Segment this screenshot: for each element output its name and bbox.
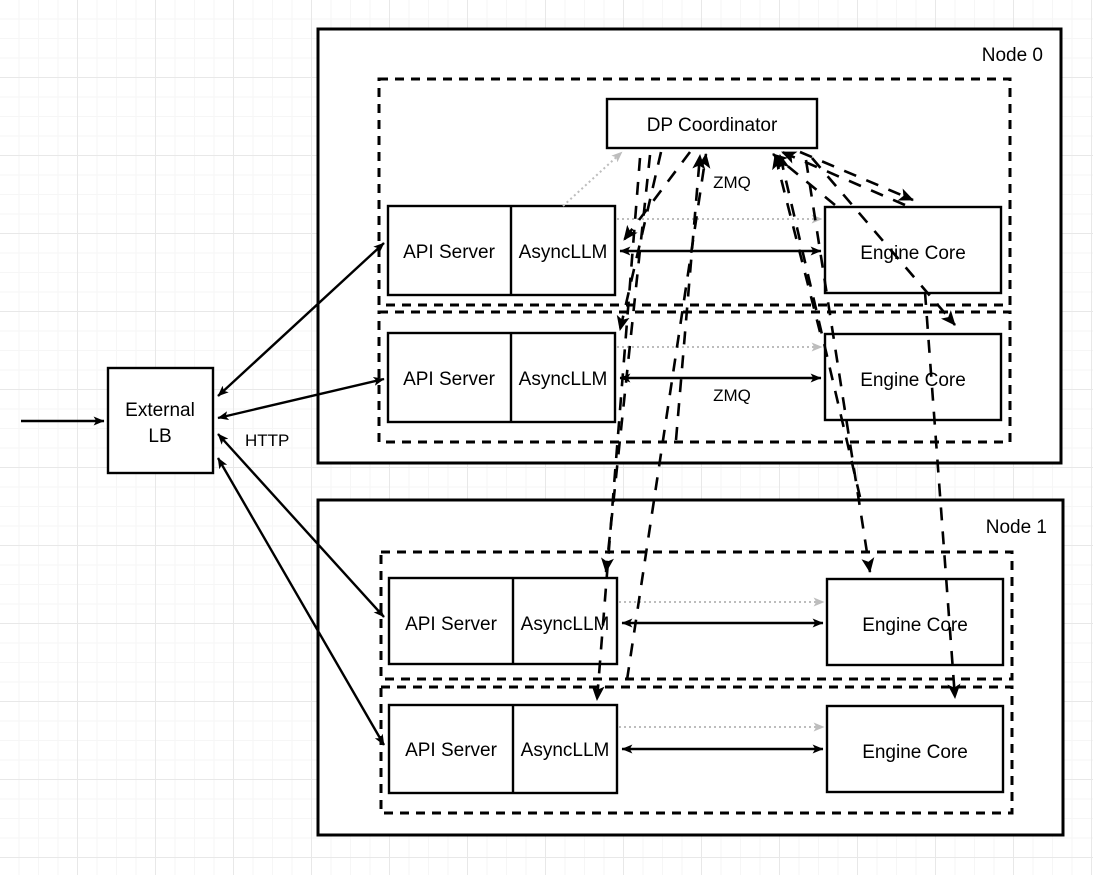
- node-0-group-1-apiserver-box[interactable]: [386, 331, 617, 424]
- node-0-label: Node 0: [982, 45, 1043, 66]
- node-0-group-0-apiserver-box[interactable]: [386, 204, 617, 297]
- zmq-label-bottom: ZMQ: [713, 386, 751, 405]
- coordinator-to-node1-group1-enginecore-arrow: [923, 291, 961, 699]
- coordinator-to-node1-group0-enginecore-arrow: [804, 159, 875, 573]
- node-1-group-0-frame: [379, 550, 1014, 681]
- dp-coordinator-label: DP Coordinator: [647, 115, 778, 136]
- dp-coordinator-box[interactable]: [605, 97, 819, 150]
- node-0-group-1-apiserver-label: API Server: [403, 369, 496, 390]
- node-0-group-0-enginecore-box[interactable]: [823, 205, 1003, 295]
- node-1-group-0-enginecore-box[interactable]: [825, 577, 1005, 667]
- lb-to-node1-group1-arrow: [216, 457, 386, 746]
- http-label: HTTP: [245, 431, 289, 450]
- node-1-label: Node 1: [986, 517, 1047, 538]
- node-1-group-0-apiserver-box[interactable]: [387, 576, 619, 666]
- node-1-group-0-apiserver-label: API Server: [405, 614, 498, 635]
- lb-to-node0-group0-arrow: [217, 242, 385, 397]
- node-1-group-1-frame: [379, 685, 1014, 815]
- node-1-group-1-enginecore-box[interactable]: [825, 704, 1005, 794]
- node0-group1-enginecore-to-coordinator-arrow: [772, 154, 822, 333]
- external-lb-label-line1: External: [125, 400, 195, 421]
- zmq-label-top: ZMQ: [713, 173, 751, 192]
- asyncllm-to-coordinator-dotted-arrow: [562, 151, 623, 207]
- coordinator-to-node0-group1-enginecore-arrow: [811, 157, 956, 326]
- node-1-group-1-asyncllm-label: AsyncLLM: [521, 740, 610, 761]
- node-1-group-0-asyncllm-label: AsyncLLM: [521, 614, 610, 635]
- external-lb-box[interactable]: [106, 366, 215, 475]
- node-0-group-0-enginecore-label: Engine Core: [860, 243, 966, 264]
- node1-group0-enginecore-to-coordinator-arrow: [776, 154, 862, 498]
- node-1-group-1-apiserver-box[interactable]: [387, 703, 619, 795]
- coordinator-to-node1-group1-asyncllm-arrow: [591, 157, 642, 701]
- coordinator-to-node0-group1-asyncllm-arrow: [616, 151, 663, 331]
- node-0-group-1-enginecore-box[interactable]: [823, 332, 1003, 422]
- external-lb-label-line2: LB: [148, 426, 171, 447]
- node-0-group-1-asyncllm-label: AsyncLLM: [519, 369, 608, 390]
- node-1-group-1-apiserver-label: API Server: [405, 740, 498, 761]
- node-0-group-0-apiserver-label: API Server: [403, 242, 496, 263]
- node-0-group-1-enginecore-label: Engine Core: [860, 370, 966, 391]
- node-0-group-0-asyncllm-label: AsyncLLM: [519, 242, 608, 263]
- coordinator-to-node0-group0-asyncllm-arrow: [622, 151, 692, 241]
- node-1-group-1-enginecore-label: Engine Core: [862, 742, 968, 763]
- node-0-group-0-frame: [377, 77, 1012, 307]
- lb-to-node0-group1-arrow: [217, 376, 385, 421]
- coordinator-to-node0-group0-enginecore-arrow: [799, 150, 914, 202]
- node-1-group-0-enginecore-label: Engine Core: [862, 615, 968, 636]
